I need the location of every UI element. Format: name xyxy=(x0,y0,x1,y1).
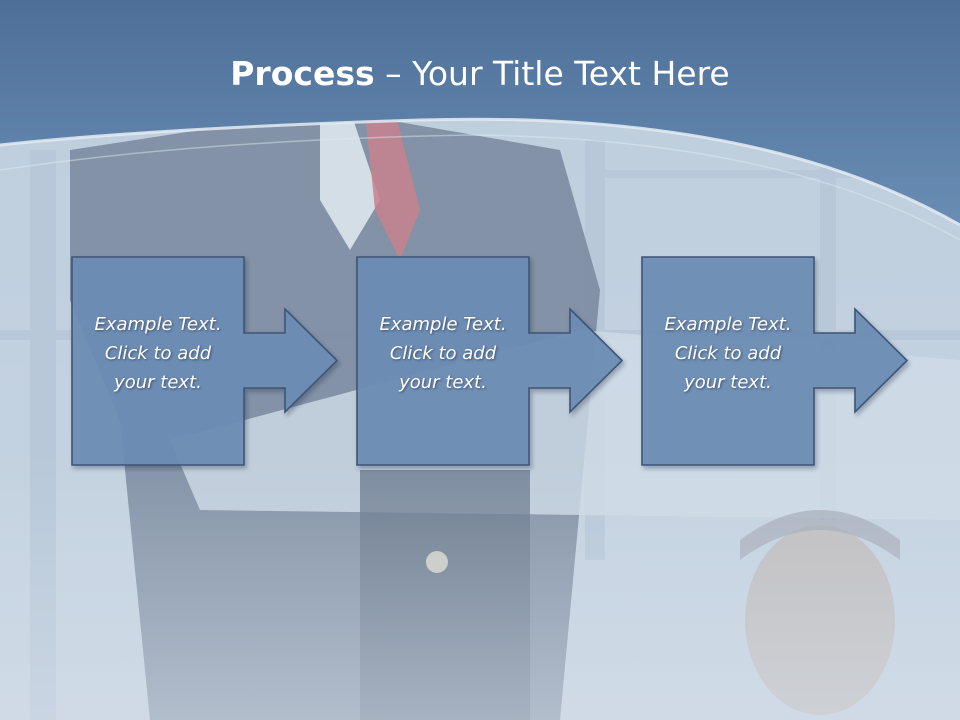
step-text-line: Click to add xyxy=(104,343,212,364)
slide-title[interactable]: Process – Your Title Text Here xyxy=(0,50,960,98)
process-step-text-2[interactable]: Example Text. Click to add your text. xyxy=(357,310,529,397)
process-step-shape-1[interactable] xyxy=(71,256,339,466)
step-text-line: Click to add xyxy=(674,343,782,364)
step-text-line: Click to add xyxy=(389,343,497,364)
step-text-line: Example Text. xyxy=(94,314,222,335)
step-text-line: your text. xyxy=(114,372,202,393)
title-bold: Process xyxy=(230,54,375,93)
process-step-text-3[interactable]: Example Text. Click to add your text. xyxy=(642,310,814,397)
process-step-text-1[interactable]: Example Text. Click to add your text. xyxy=(72,310,244,397)
step-text-line: Example Text. xyxy=(379,314,507,335)
process-step-shape-2[interactable] xyxy=(356,256,624,466)
process-step-shape-3[interactable] xyxy=(641,256,909,466)
title-rest: – Your Title Text Here xyxy=(374,54,730,93)
step-text-line: Example Text. xyxy=(664,314,792,335)
step-text-line: your text. xyxy=(399,372,487,393)
step-text-line: your text. xyxy=(684,372,772,393)
